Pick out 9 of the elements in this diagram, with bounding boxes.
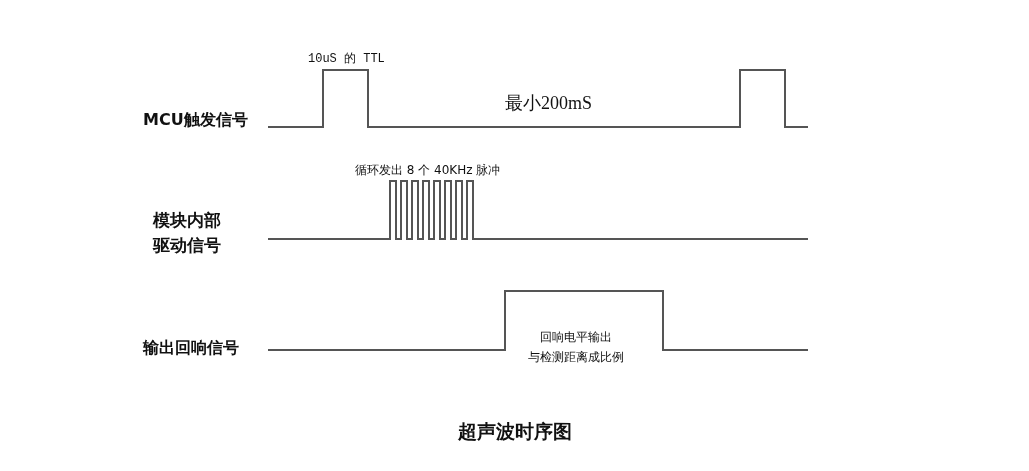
echo-note: 回响电平输出 bbox=[540, 330, 612, 345]
interval-label: 最小200mS bbox=[505, 93, 592, 115]
signal-name: MCU触发信号 bbox=[143, 110, 248, 130]
signal-name: 模块内部驱动信号 bbox=[153, 209, 222, 257]
signal-name: 输出回响信号 bbox=[143, 338, 239, 358]
echo-note: 与检测距离成比例 bbox=[528, 350, 624, 365]
pulse-train-label: 循环发出 8 个 40KHz 脉冲 bbox=[355, 163, 501, 178]
caption: 超声波时序图 bbox=[457, 420, 572, 442]
pulse-width-label: 10uS 的 TTL bbox=[308, 52, 385, 67]
